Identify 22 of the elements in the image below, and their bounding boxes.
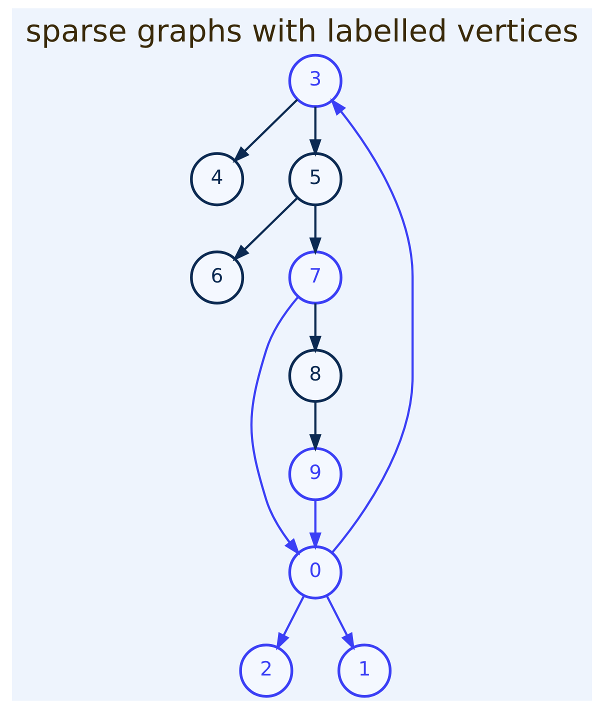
node-circle: 0 — [288, 545, 342, 600]
node-circle: 5 — [288, 152, 342, 206]
arrow — [326, 595, 355, 650]
arrow — [309, 303, 322, 354]
arrow — [330, 98, 414, 554]
arrow — [250, 296, 300, 556]
arrow — [309, 402, 322, 452]
node-circle: 7 — [288, 250, 342, 305]
node-circle: 9 — [288, 447, 342, 502]
diagram-title: sparse graphs with labelled vertices — [26, 14, 578, 50]
node-circle: 8 — [288, 348, 342, 403]
arrow — [232, 197, 298, 262]
arrow — [309, 205, 322, 256]
arrow — [309, 500, 322, 550]
node-circle: 1 — [338, 644, 392, 698]
node-circle: 6 — [190, 250, 244, 305]
arrow — [232, 98, 298, 163]
node-circle: 3 — [288, 54, 342, 108]
arrow — [276, 595, 305, 650]
node-circle: 2 — [239, 644, 294, 698]
node-circle: 4 — [190, 152, 244, 206]
arrow — [309, 106, 322, 157]
